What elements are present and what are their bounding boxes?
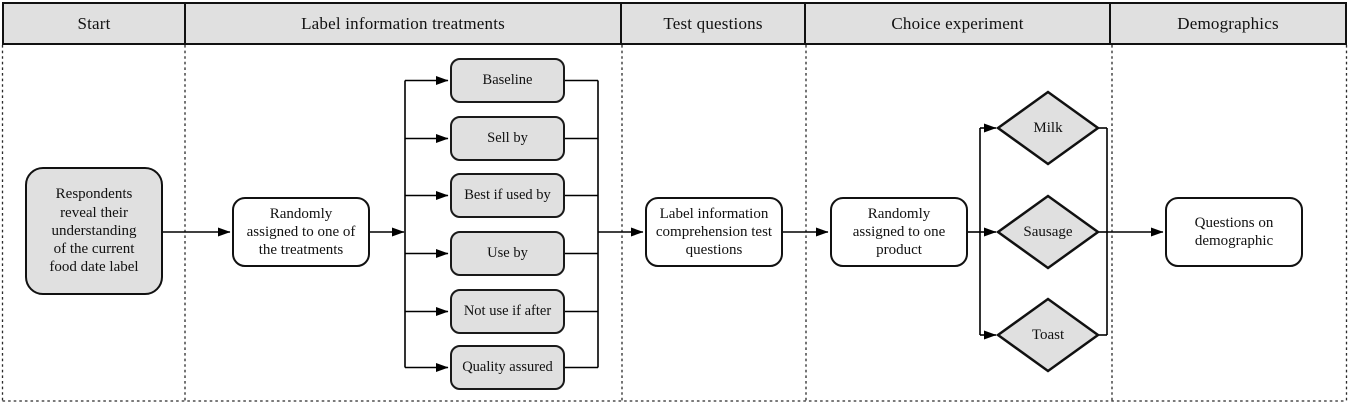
product-diamond-milk [995, 90, 1101, 166]
flow-connectors [163, 76, 1164, 372]
lane-header-label-information-treatments: Label information treatments [184, 2, 622, 45]
product-diamond-toast [995, 297, 1101, 373]
treatment-node-best-if-used-by: Best if used by [450, 173, 565, 218]
start-node: Respondents reveal their understanding o… [25, 167, 163, 295]
lane-borders [1, 45, 1348, 402]
treatment-node-not-use-if-after: Not use if after [450, 289, 565, 334]
lane-header-start: Start [2, 2, 186, 45]
assign-treatment-node: Randomly assigned to one of the treatmen… [232, 197, 370, 267]
treatment-node-use-by: Use by [450, 231, 565, 276]
demographics-node: Questions on demographic [1165, 197, 1303, 267]
lane-header-choice-experiment: Choice experiment [804, 2, 1111, 45]
lane-header-demographics: Demographics [1109, 2, 1347, 45]
lane-header-test-questions: Test questions [620, 2, 806, 45]
treatment-node-quality-assured: Quality assured [450, 345, 565, 390]
test-questions-node: Label information comprehension test que… [645, 197, 783, 267]
treatment-node-sell-by: Sell by [450, 116, 565, 161]
product-diamonds [995, 90, 1101, 373]
product-diamond-sausage [995, 194, 1101, 270]
assign-product-node: Randomly assigned to one product [830, 197, 968, 267]
treatment-node-baseline: Baseline [450, 58, 565, 103]
